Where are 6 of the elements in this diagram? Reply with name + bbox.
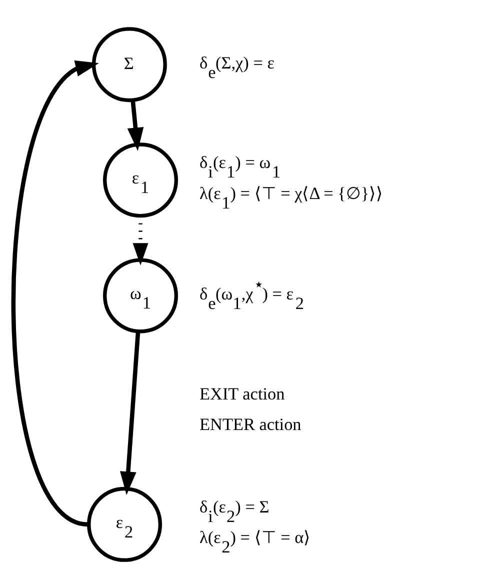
label: EXIT action [200,384,285,403]
arrow [120,330,140,494]
label: ENTER action [200,414,302,434]
arrow [11,60,99,526]
arrow [127,100,144,151]
node-circle: Σ [92,26,167,102]
